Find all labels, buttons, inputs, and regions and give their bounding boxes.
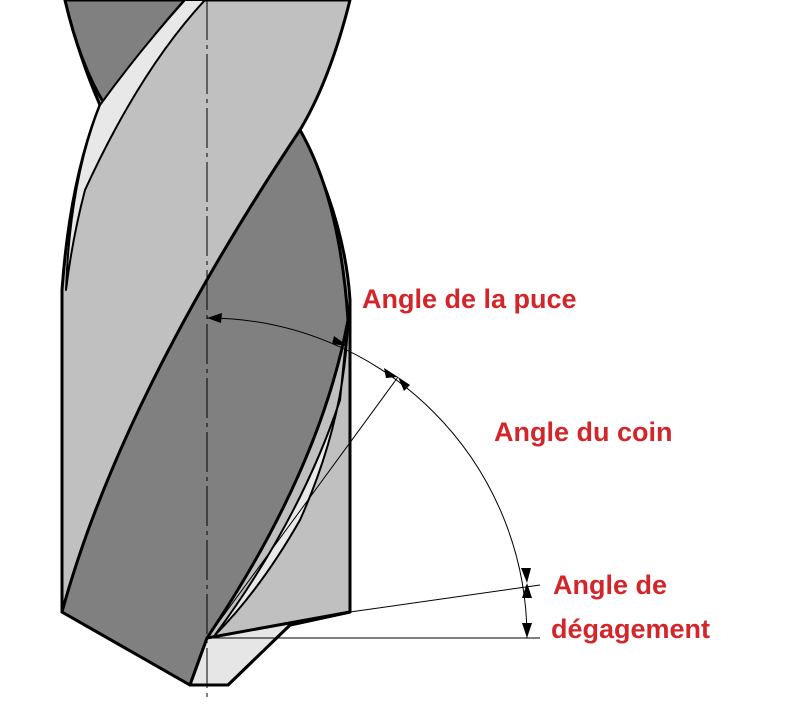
- drill-tip-face: [188, 610, 352, 687]
- wedge-line: [206, 376, 399, 639]
- clearance-angle-label-line2: dégagement: [551, 614, 711, 644]
- arrow-icon: [207, 313, 222, 323]
- clearance-line: [349, 584, 541, 613]
- arrow-icon: [522, 583, 532, 598]
- angle-arc: [206, 317, 528, 639]
- arrow-icon: [398, 377, 410, 391]
- chip-angle-label: Angle de la puce: [362, 284, 577, 314]
- arrow-icon: [521, 568, 531, 583]
- clearance-angle-label-line1: Angle de: [553, 570, 668, 600]
- margin-strip-lower: [214, 319, 349, 636]
- margin-strip-upper: [65, 0, 206, 291]
- arrow-icon: [332, 336, 348, 346]
- arrowheads: [207, 313, 532, 638]
- wedge-angle-label: Angle du coin: [494, 417, 673, 447]
- flute-main: [60, 128, 350, 687]
- arrow-icon: [384, 368, 398, 378]
- arrow-icon: [522, 623, 532, 638]
